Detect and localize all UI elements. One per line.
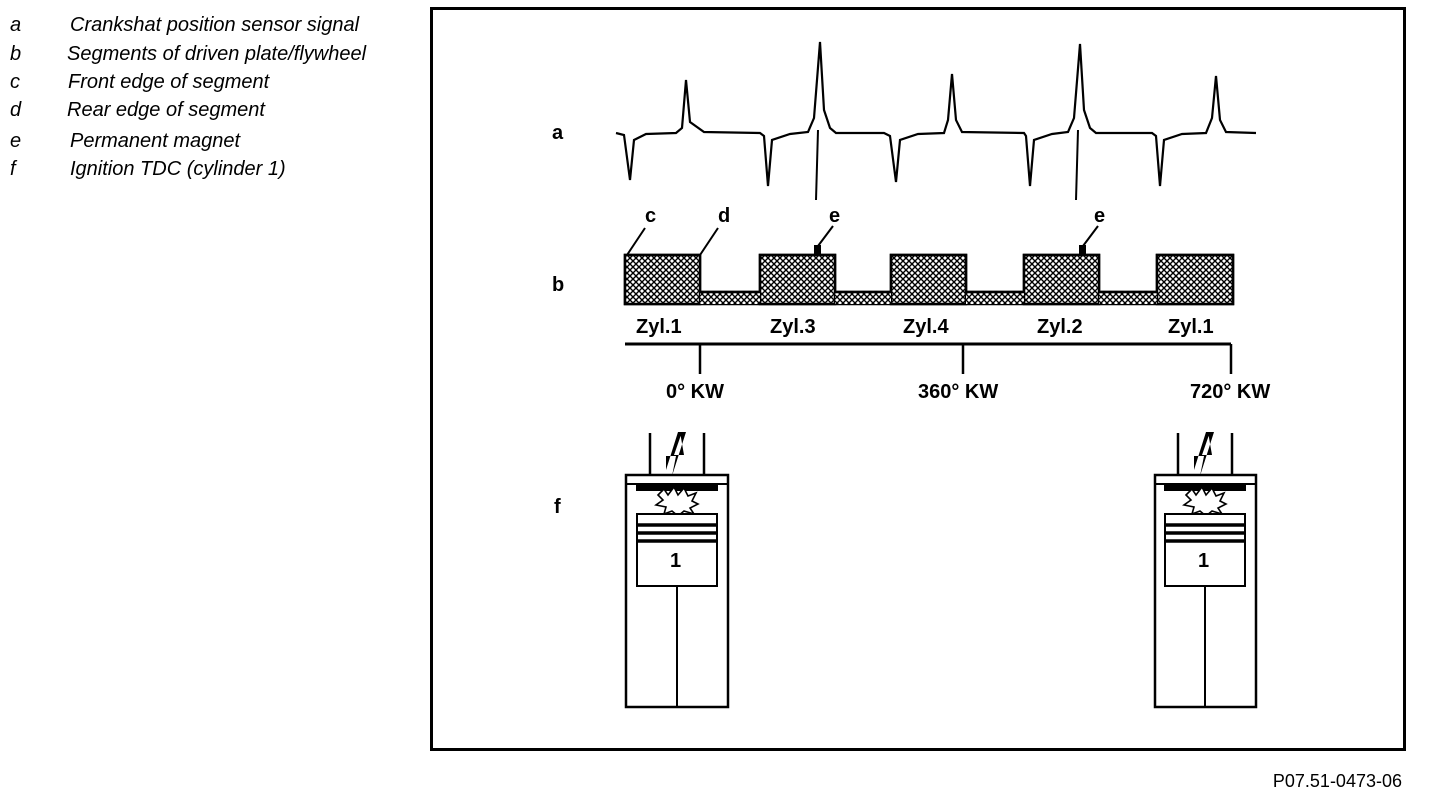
row-label-a: a	[552, 122, 564, 144]
callout-c: c	[645, 205, 657, 227]
flywheel-gap-line	[966, 292, 1024, 304]
callout-c-leader	[626, 227, 646, 256]
signal-negative-spike	[815, 129, 1079, 201]
callout-e-right: e	[1094, 205, 1106, 227]
cylinder-left	[624, 432, 730, 709]
angle-label-360: 360° KW	[918, 381, 999, 403]
flywheel-gap-line	[700, 292, 760, 304]
permanent-magnet	[1079, 245, 1086, 255]
row-label-f: f	[554, 496, 561, 518]
legend-text: Rear edge of segment	[67, 99, 265, 121]
legend-key: f	[10, 158, 16, 180]
legend-text: Segments of driven plate/flywheel	[67, 43, 367, 65]
segment-label-zyl1-end: Zyl.1	[1168, 316, 1214, 338]
diagram-frame	[430, 7, 1406, 751]
flywheel-segment	[623, 253, 702, 306]
flywheel-segment	[1155, 253, 1235, 306]
flywheel-gap-line	[1099, 292, 1157, 304]
legend-key: b	[10, 43, 22, 65]
legend-text: Ignition TDC (cylinder 1)	[70, 158, 286, 180]
segment-label-zyl3: Zyl.3	[770, 316, 816, 338]
flywheel-segment	[1022, 253, 1101, 306]
piston-number-left: 1	[670, 550, 682, 572]
angle-label-0: 0° KW	[666, 381, 724, 403]
callout-e-left: e	[829, 205, 841, 227]
legend-key: c	[10, 71, 20, 93]
angle-label-720: 720° KW	[1190, 381, 1271, 403]
callout-e-leader	[1082, 225, 1099, 247]
permanent-magnet	[814, 245, 821, 255]
legend-key: d	[10, 99, 22, 121]
cylinder-right	[1153, 432, 1258, 709]
legend-text: Front edge of segment	[68, 71, 270, 93]
segment-label-zyl2: Zyl.2	[1037, 316, 1083, 338]
callout-d: d	[718, 205, 731, 227]
callout-d-leader	[699, 227, 719, 256]
document-id: P07.51-0473-06	[1272, 771, 1402, 791]
flywheel-gap-line	[835, 292, 891, 304]
legend-text: Crankshat position sensor signal	[70, 14, 360, 36]
piston-number-right: 1	[1198, 550, 1210, 572]
segment-label-zyl1: Zyl.1	[636, 316, 682, 338]
segment-label-zyl4: Zyl.4	[903, 316, 949, 338]
legend-key: a	[10, 14, 22, 36]
legend-key: e	[10, 130, 22, 152]
flywheel-segment	[758, 253, 837, 306]
legend-text: Permanent magnet	[70, 130, 241, 152]
flywheel-segment	[889, 253, 968, 306]
row-label-b: b	[552, 274, 565, 296]
callout-e-leader	[817, 225, 834, 247]
sensor-signal-waveform	[615, 41, 1257, 187]
